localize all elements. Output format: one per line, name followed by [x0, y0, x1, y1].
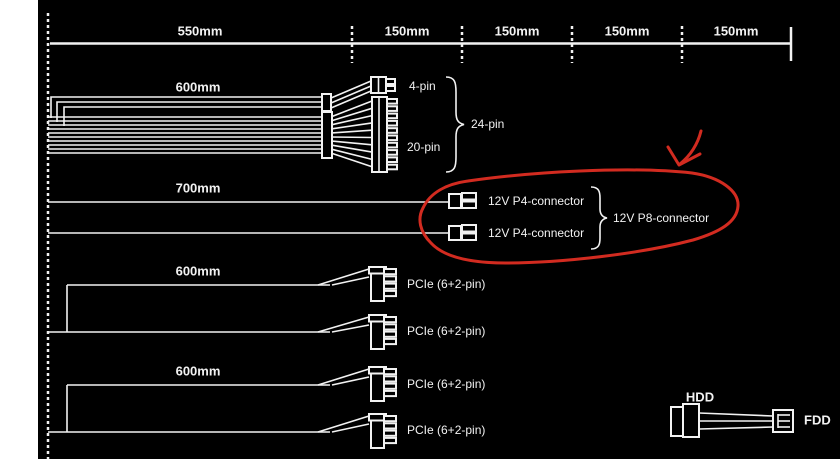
- atx-length-label: 600mm: [175, 79, 221, 95]
- ruler-label-150mm-4: 150mm: [713, 23, 759, 39]
- atx-4pin-connector: [370, 76, 396, 94]
- red-annotation: [418, 129, 740, 265]
- label-hdd: HDD: [685, 389, 715, 405]
- pcie-group1: [48, 266, 397, 350]
- ruler-label-150mm-1: 150mm: [384, 23, 430, 39]
- cpu-p4-connector-bottom: [448, 224, 477, 241]
- atx-4pin-fanout: [330, 80, 372, 109]
- pcie-connector-2: [368, 314, 397, 350]
- label-pcie-2: PCIe (6+2-pin): [407, 324, 486, 338]
- pcie-connector-4: [368, 413, 397, 449]
- label-fdd: FDD: [804, 412, 831, 428]
- atx-cable-comb-lower: [321, 111, 333, 159]
- atx-wire-step3: [63, 106, 322, 126]
- label-pcie-1: PCIe (6+2-pin): [407, 277, 486, 291]
- label-pcie-4: PCIe (6+2-pin): [407, 423, 486, 437]
- ruler: [46, 13, 793, 459]
- label-20pin: 20-pin: [407, 140, 441, 154]
- ruler-label-150mm-2: 150mm: [494, 23, 540, 39]
- pcie-connector-3: [368, 366, 397, 402]
- diagram-canvas: [38, 0, 840, 459]
- pcie-group2: [48, 366, 397, 449]
- cpu-length-label: 700mm: [175, 180, 221, 196]
- ruler-label-150mm-3: 150mm: [604, 23, 650, 39]
- pcie2-length-label: 600mm: [175, 363, 221, 379]
- atx-20pin-connector: [371, 96, 398, 173]
- red-arrow-head: [666, 145, 702, 167]
- peripheral-adapter: [670, 403, 794, 438]
- label-pcie-3: PCIe (6+2-pin): [407, 377, 486, 391]
- atx-wire-bundle: [48, 116, 323, 154]
- pcie-connector-1: [368, 266, 397, 302]
- fdd-connector: [772, 409, 794, 433]
- atx-cable: [48, 76, 465, 173]
- label-p4-top: 12V P4-connector: [488, 194, 585, 208]
- cpu-cable: [48, 186, 608, 250]
- label-p8: 12V P8-connector: [613, 211, 710, 225]
- label-p4-bottom: 12V P4-connector: [488, 226, 585, 240]
- atx-cable-comb-upper: [321, 93, 332, 112]
- label-24pin: 24-pin: [471, 117, 505, 131]
- atx-24pin-brace: [445, 76, 465, 173]
- atx-wire-step1: [50, 96, 322, 118]
- atx-wire-step2: [56, 101, 322, 122]
- cpu-p4-connector-top: [448, 192, 477, 209]
- hdd-connector: [670, 403, 700, 438]
- pcie1-length-label: 600mm: [175, 263, 221, 279]
- cpu-p8-brace: [590, 186, 608, 250]
- ruler-label-550mm: 550mm: [177, 23, 223, 39]
- atx-20pin-fanout: [331, 100, 373, 168]
- red-circle: [418, 168, 740, 265]
- label-4pin: 4-pin: [409, 79, 436, 93]
